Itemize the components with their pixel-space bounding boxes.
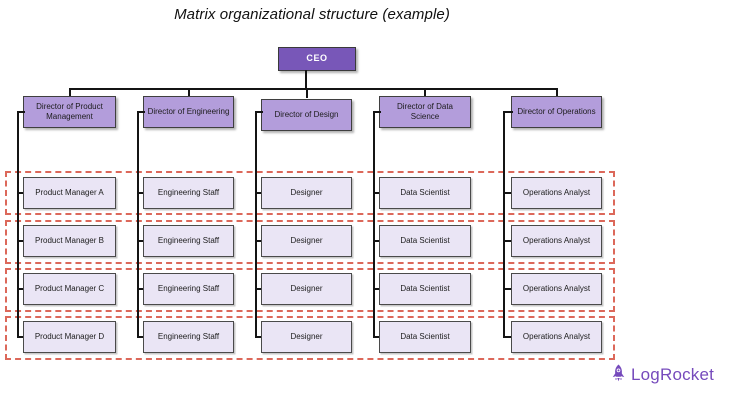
director-drop-line bbox=[188, 88, 190, 98]
matrix-team-outline-row3 bbox=[5, 268, 615, 312]
logo-wordmark: LogRocket bbox=[631, 365, 715, 384]
column-trunk-line bbox=[17, 112, 19, 338]
staff-stub-line bbox=[137, 192, 145, 194]
staff-stub-line bbox=[503, 288, 513, 290]
staff-stub-line bbox=[137, 288, 145, 290]
director-box: Director of Design bbox=[261, 99, 352, 131]
column-trunk-line bbox=[503, 112, 505, 338]
staff-box: Product Manager A bbox=[23, 177, 116, 209]
staff-stub-line bbox=[503, 336, 513, 338]
diagram-title: Matrix organizational structure (example… bbox=[174, 6, 450, 23]
staff-stub-line bbox=[373, 336, 381, 338]
rocket-icon bbox=[608, 363, 629, 387]
staff-stub-line bbox=[373, 240, 381, 242]
staff-stub-line bbox=[255, 240, 263, 242]
staff-box: Data Scientist bbox=[379, 321, 471, 353]
director-drop-line bbox=[69, 88, 71, 98]
staff-box: Operations Analyst bbox=[511, 273, 602, 305]
director-drop-line bbox=[424, 88, 426, 98]
staff-box: Designer bbox=[261, 321, 352, 353]
director-stub-line bbox=[503, 111, 513, 113]
matrix-team-outline-row1 bbox=[5, 171, 615, 215]
director-box: Director of Operations bbox=[511, 96, 602, 128]
staff-stub-line bbox=[255, 288, 263, 290]
staff-stub-line bbox=[137, 336, 145, 338]
staff-stub-line bbox=[503, 192, 513, 194]
staff-box: Operations Analyst bbox=[511, 321, 602, 353]
ceo-connector-line bbox=[305, 70, 307, 90]
staff-stub-line bbox=[17, 240, 25, 242]
column-trunk-line bbox=[137, 112, 139, 338]
staff-box: Product Manager C bbox=[23, 273, 116, 305]
director-box: Director of Data Science bbox=[379, 96, 471, 128]
staff-stub-line bbox=[503, 240, 513, 242]
ceo-box: CEO bbox=[278, 47, 356, 71]
director-bus-line bbox=[69, 88, 558, 90]
staff-box: Operations Analyst bbox=[511, 225, 602, 257]
staff-box: Designer bbox=[261, 273, 352, 305]
director-drop-line bbox=[306, 88, 308, 98]
staff-stub-line bbox=[255, 336, 263, 338]
staff-box: Product Manager B bbox=[23, 225, 116, 257]
staff-box: Operations Analyst bbox=[511, 177, 602, 209]
director-stub-line bbox=[255, 111, 263, 113]
staff-box: Engineering Staff bbox=[143, 321, 234, 353]
staff-box: Data Scientist bbox=[379, 273, 471, 305]
staff-stub-line bbox=[255, 192, 263, 194]
director-stub-line bbox=[17, 111, 25, 113]
staff-box: Designer bbox=[261, 177, 352, 209]
director-stub-line bbox=[137, 111, 145, 113]
column-trunk-line bbox=[373, 112, 375, 338]
staff-box: Data Scientist bbox=[379, 177, 471, 209]
staff-stub-line bbox=[17, 192, 25, 194]
staff-box: Engineering Staff bbox=[143, 225, 234, 257]
staff-stub-line bbox=[17, 336, 25, 338]
staff-box: Engineering Staff bbox=[143, 177, 234, 209]
director-drop-line bbox=[556, 88, 558, 98]
director-box: Director of Engineering bbox=[143, 96, 234, 128]
staff-box: Data Scientist bbox=[379, 225, 471, 257]
director-stub-line bbox=[373, 111, 381, 113]
logrocket-logo: LogRocket bbox=[608, 363, 714, 387]
staff-stub-line bbox=[137, 240, 145, 242]
column-trunk-line bbox=[255, 112, 257, 338]
staff-stub-line bbox=[17, 288, 25, 290]
staff-box: Product Manager D bbox=[23, 321, 116, 353]
staff-box: Engineering Staff bbox=[143, 273, 234, 305]
director-box: Director of Product Management bbox=[23, 96, 116, 128]
matrix-team-outline-row2 bbox=[5, 220, 615, 264]
staff-stub-line bbox=[373, 192, 381, 194]
staff-stub-line bbox=[373, 288, 381, 290]
staff-box: Designer bbox=[261, 225, 352, 257]
matrix-team-outline-row4 bbox=[5, 316, 615, 360]
